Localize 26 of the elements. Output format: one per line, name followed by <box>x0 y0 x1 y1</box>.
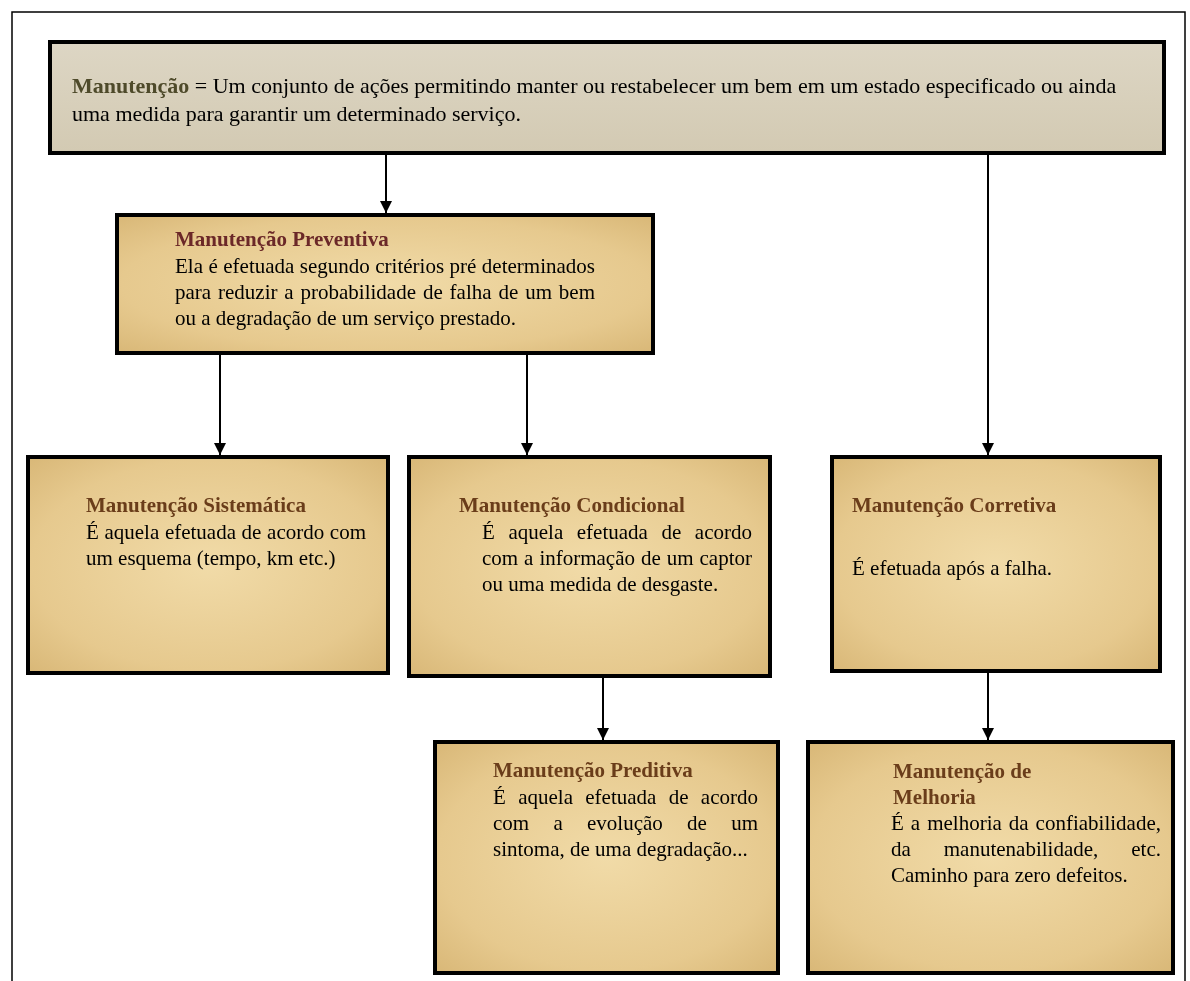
box-description: É aquela efetuada de acordo com a informação de um captor ou uma medida de desgaste. <box>482 519 752 597</box>
definition-text: Manutenção = Um conjunto de ações permitindo manter ou restabelecer um bem em um estado especificado ou ainda uma medida para garantir um determinado serviço. <box>72 72 1118 128</box>
box-heading: Manutenção Corretiva <box>852 493 1057 518</box>
definition-box <box>433 740 780 975</box>
box-description: É a melhoria da confiabilidade, da manutenabilidade, etc. Caminho para zero defeitos. <box>891 810 1161 888</box>
definition-box <box>830 455 1162 673</box>
box-description: Ela é efetuada segundo critérios pré determinados para reduzir a probabilidade de falha de um bem ou a degradação de um serviço prestado. <box>175 253 595 331</box>
arrow <box>380 154 392 214</box>
box-description: É aquela efetuada de acordo com um esquema (tempo, km etc.) <box>86 519 366 571</box>
box-heading: Manutenção Condicional <box>459 493 685 518</box>
box-description: É efetuada após a falha. <box>852 555 1053 581</box>
box-heading: Manutenção Preventiva <box>175 227 389 252</box>
definition-box <box>115 213 655 355</box>
definition-box <box>806 740 1175 975</box>
box-heading: Manutenção de Melhoria <box>893 758 1033 810</box>
arrow <box>982 672 994 741</box>
box-heading: Manutenção Preditiva <box>493 758 693 783</box>
definition-box <box>407 455 772 678</box>
arrow <box>982 154 994 456</box>
definition-box <box>26 455 390 675</box>
arrow <box>521 354 533 456</box>
box-heading: Manutenção Sistemática <box>86 493 306 518</box>
arrow <box>214 354 226 456</box>
arrow <box>597 677 609 741</box>
definition-box <box>48 40 1166 155</box>
box-description: É aquela efetuada de acordo com a evolução de um sintoma, de uma degradação... <box>493 784 758 862</box>
